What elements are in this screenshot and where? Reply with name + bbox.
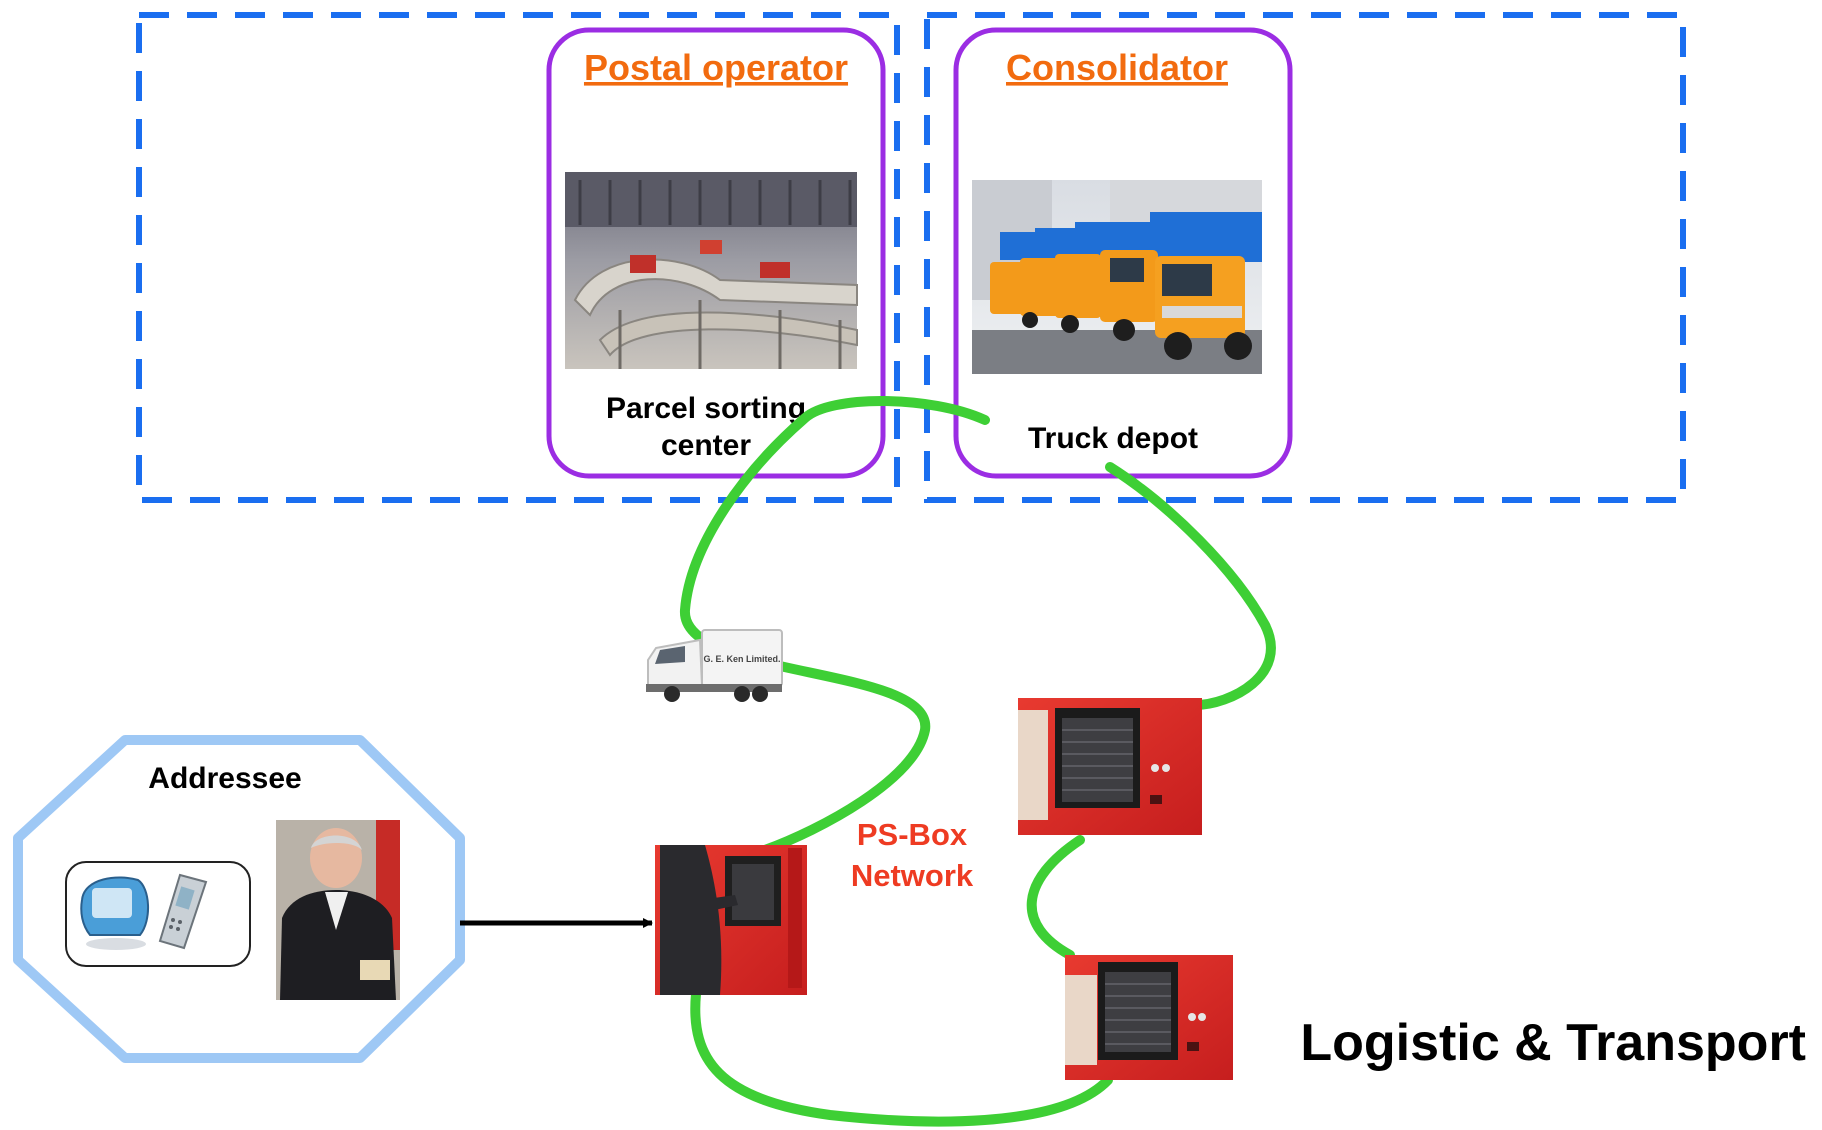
ps-box-route bbox=[679, 396, 1276, 1127]
ps-box-network-label-line2: Network bbox=[851, 858, 974, 893]
postal-operator-panel: Postal operator Parcel sorting center bbox=[546, 27, 886, 479]
parcel-sorting-caption-line1: Parcel sorting bbox=[606, 392, 806, 425]
postal-operator-heading: Postal operator bbox=[584, 47, 848, 88]
truck-fleet-photo bbox=[972, 180, 1262, 374]
consolidator-panel: Consolidator Truck depot bbox=[953, 27, 1293, 479]
truck-logo-text: G. E. Ken Limited. bbox=[703, 654, 780, 664]
addressee-heading: Addressee bbox=[148, 762, 301, 795]
parcel-sorting-caption-line2: center bbox=[661, 429, 751, 462]
computer-and-phone-icon bbox=[65, 861, 251, 967]
person-photo bbox=[276, 820, 400, 1000]
page-title: Logistic & Transport bbox=[1300, 1014, 1806, 1072]
conveyor-sorting-photo bbox=[565, 172, 858, 369]
addressee-panel: Addressee bbox=[13, 735, 465, 1063]
ps-box-network-label-line1: PS-Box bbox=[857, 817, 968, 852]
ps-box-bottom-right bbox=[1065, 955, 1233, 1080]
truck-depot-caption: Truck depot bbox=[1028, 422, 1198, 455]
ps-box-user-terminal bbox=[655, 845, 807, 995]
ps-box-top-right bbox=[1018, 698, 1202, 835]
delivery-truck-icon: G. E. Ken Limited. bbox=[646, 629, 783, 702]
consolidator-heading: Consolidator bbox=[1006, 47, 1228, 88]
